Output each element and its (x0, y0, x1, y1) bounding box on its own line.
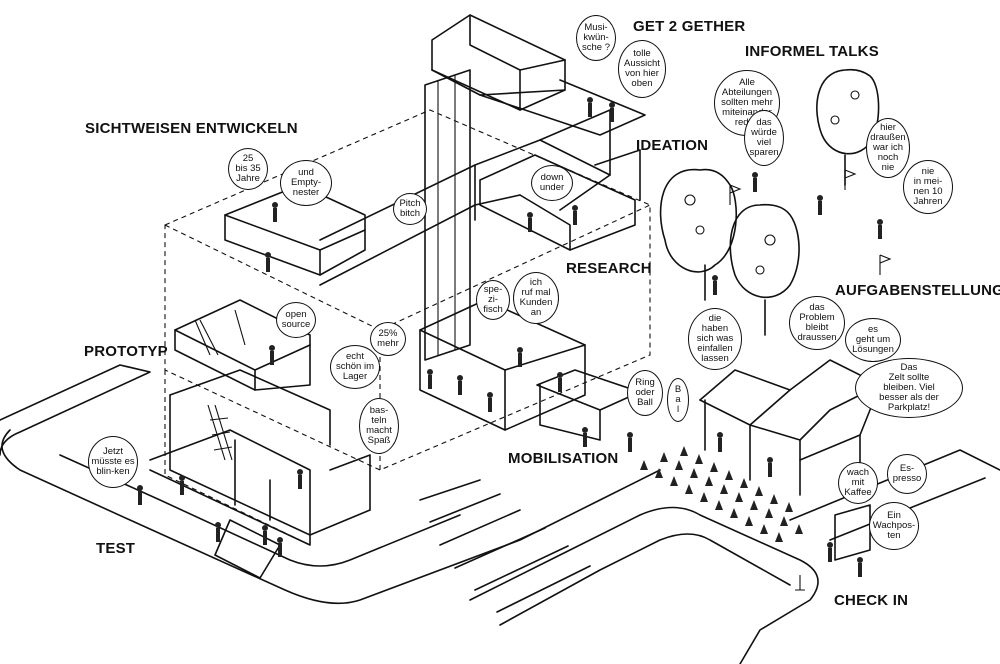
speech-bubble-aussicht: tolle Aussicht von hier oben (618, 40, 666, 98)
elevator-tower (424, 14, 646, 361)
speech-bubble-emptynester: und Empty- nester (280, 160, 332, 206)
label-mobilisation: MOBILISATION (508, 450, 619, 467)
speech-bubble-spezifisch: spe- zi- fisch (476, 280, 510, 320)
building-frame (164, 109, 651, 546)
speech-bubble-wachposten: Ein Wachpos- ten (869, 502, 919, 550)
label-aufgabenstellung: AUFGABENSTELLUNG (835, 282, 1000, 299)
speech-bubble-down-under: down under (531, 165, 573, 201)
speech-bubble-kunden: ich ruf mal Kunden an (513, 272, 559, 324)
label-research: RESEARCH (566, 260, 652, 277)
speech-bubble-open-source: open source (276, 302, 316, 338)
speech-bubble-kaffee: wach mit Kaffee (838, 462, 878, 504)
label-get-2-gether: GET 2 GETHER (633, 18, 746, 35)
speech-bubble-basteln: bas- teln macht Spaß (359, 398, 399, 454)
speech-bubble-hier-draussen: hier draußen war ich noch nie (866, 118, 910, 178)
speech-bubble-espresso: Es- presso (887, 454, 927, 494)
speech-bubble-musikwuensche: Musi- kwün- sche ? (576, 15, 616, 61)
speech-bubble-blinken: Jetzt müsste es blin-ken (88, 436, 138, 488)
traffic-cones (640, 446, 803, 542)
label-test: TEST (96, 540, 136, 557)
tent-structures (699, 359, 881, 561)
speech-bubble-lager: echt schön im Lager (330, 345, 380, 389)
label-informel-talks: INFORMEL TALKS (745, 43, 879, 60)
trees (659, 68, 880, 336)
speech-bubble-problem: das Problem bleibt draussen (789, 296, 845, 350)
speech-bubble-einfallen: die haben sich was einfallen lassen (688, 308, 742, 370)
label-sichtweisen-entwickeln: SICHTWEISEN ENTWICKELN (85, 120, 298, 137)
flags (729, 169, 892, 591)
people-figures (137, 97, 883, 577)
street-outline (0, 364, 1000, 664)
speech-bubble-25-mehr: 25% mehr (370, 322, 406, 356)
speech-bubble-25-bis-35: 25 bis 35 Jahre (228, 148, 268, 190)
speech-bubble-zelt: Das Zelt sollte bleiben. Viel besser als… (855, 358, 963, 418)
speech-bubble-loesungen: es geht um Lösungen (845, 318, 901, 362)
label-ideation: IDEATION (636, 137, 709, 154)
speech-bubble-ring-oder-ball: Ring oder Ball (627, 370, 663, 416)
lower-floors (149, 299, 371, 546)
speech-bubble-ba: B a l (667, 378, 689, 422)
speech-bubble-sparen: das würde viel sparen (744, 110, 784, 166)
speech-bubble-pitch-bitch: Pitch bitch (393, 193, 427, 225)
speech-bubble-nie-in-10-jahren: nie in mei- nen 10 Jahren (903, 160, 953, 214)
label-check-in: CHECK IN (834, 592, 909, 609)
label-prototyp: PROTOTYP (84, 343, 168, 360)
